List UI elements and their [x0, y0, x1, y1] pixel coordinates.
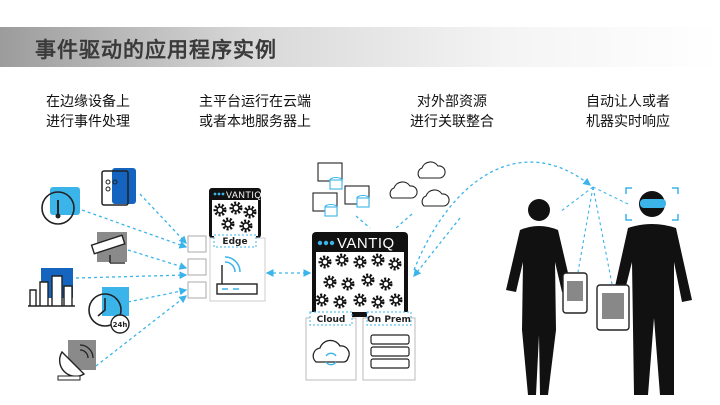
- security-camera-icon: [90, 232, 127, 264]
- edge-node: VANTIQ Edge: [209, 188, 266, 302]
- edge-brand-logo: VANTIQ: [226, 190, 262, 200]
- clock-24h-label: 24h: [113, 321, 128, 329]
- header-line: 进行事件处理: [46, 114, 130, 130]
- cloud-sync-icon: [312, 339, 350, 363]
- header-line: 进行关联整合: [410, 114, 494, 130]
- phone-qr-icon: [562, 272, 588, 314]
- page-title: 事件驱动的应用程序实例: [35, 38, 277, 62]
- header-line: 机器实时响应: [586, 114, 670, 130]
- header-line: 或者本地服务器上: [199, 114, 311, 130]
- column-header-platform: 主平台运行在云端或者本地服务器上: [170, 92, 340, 132]
- column-header-response: 自动让人或者机器实时响应: [543, 92, 713, 132]
- on-prem-deployment: On Prem: [362, 311, 416, 381]
- person-right-silhouette: [612, 191, 692, 395]
- person-left-silhouette: [506, 199, 572, 395]
- smart-city-icon: [28, 268, 75, 307]
- vr-scan-frame-icon: [625, 187, 679, 221]
- header-line: 自动让人或者: [586, 94, 670, 110]
- tablet-qr-icon: [596, 284, 630, 331]
- tablet-touch-icon: [101, 168, 136, 206]
- cloud-label: Cloud: [317, 315, 346, 325]
- server-rack-icon: [370, 334, 410, 369]
- database-servers-icon: [312, 162, 370, 217]
- wifi-router-icon: [216, 256, 258, 295]
- title-bar: [0, 27, 720, 67]
- device-connectors: [75, 193, 188, 367]
- response-connectors: [559, 186, 631, 285]
- column-header-edge: 在边缘设备上进行事件处理: [3, 92, 173, 132]
- edge-label: Edge: [222, 237, 247, 247]
- external-clouds-icon: [389, 161, 450, 207]
- clock-24h-icon: 24h: [88, 287, 130, 334]
- vantiq-brand-logo: VANTIQ: [337, 235, 395, 252]
- thermometer-gauge-icon: [41, 187, 80, 225]
- resource-connectors: [355, 161, 592, 278]
- cloud-deployment: Cloud: [305, 311, 357, 381]
- gateway-devices: [187, 235, 207, 299]
- column-header-resources: 对外部资源进行关联整合: [367, 92, 537, 132]
- header-line: 主平台运行在云端: [199, 94, 311, 110]
- header-line: 在边缘设备上: [46, 94, 130, 110]
- header-line: 对外部资源: [417, 94, 487, 110]
- vantiq-platform: VANTIQ: [312, 232, 408, 317]
- satellite-dish-icon: [57, 340, 96, 381]
- on-prem-label: On Prem: [367, 315, 411, 325]
